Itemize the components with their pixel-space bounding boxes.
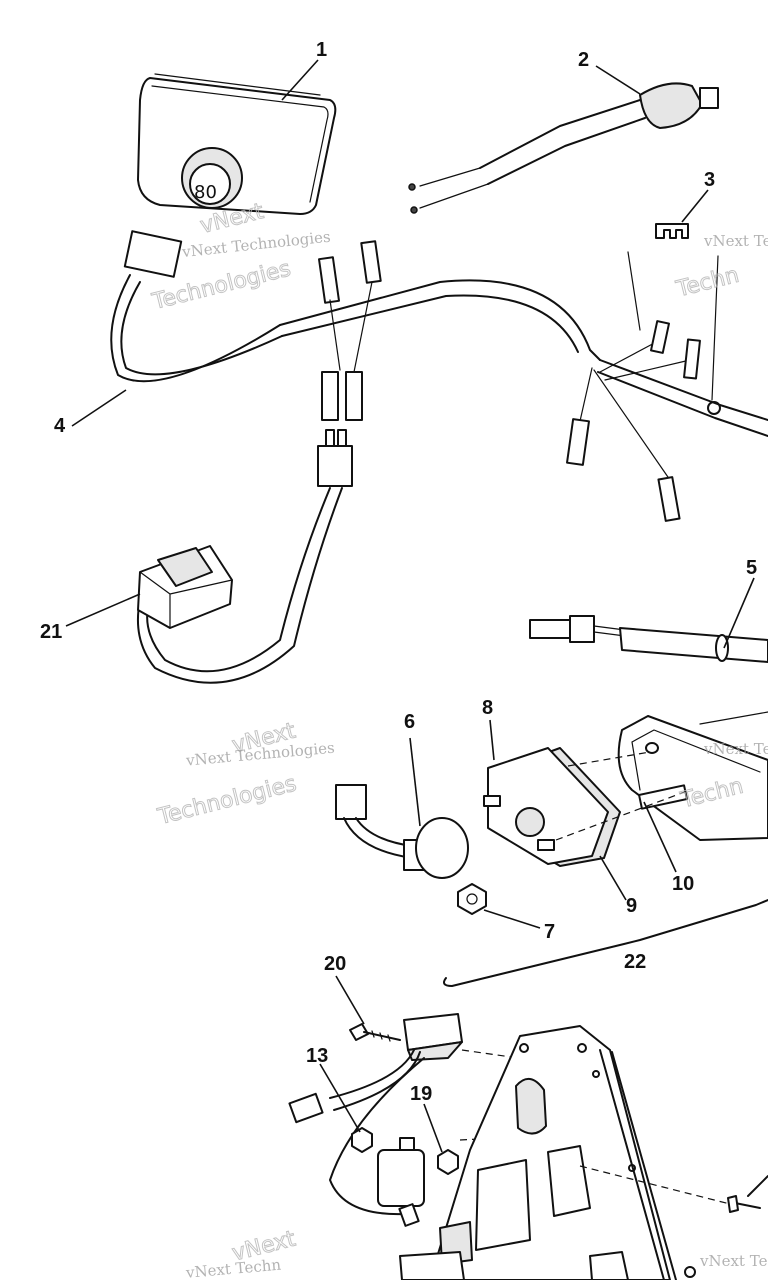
- label-part-3: 3: [704, 169, 715, 191]
- label-part-21: 21: [40, 621, 62, 643]
- part-6-bulb-socket: [335, 784, 469, 879]
- svg-text:vNext Techn: vNext Techn: [184, 1256, 282, 1280]
- watermark-middle-left: vNext vNext Technologies Technologies: [154, 718, 335, 831]
- svg-text:vNext Te: vNext Te: [703, 232, 768, 250]
- label-part-7: 7: [544, 921, 555, 943]
- mounting-plate: [399, 1025, 768, 1280]
- label-part-10: 10: [672, 873, 694, 895]
- part-labels: 1 2 3 4 5 21 6 8 7 9 10 22 20 13 19: [40, 39, 757, 1105]
- part-5-cable: [529, 615, 768, 663]
- part-13-nut: [351, 1127, 373, 1153]
- part-8-lens-plate: [483, 747, 621, 867]
- part-20-bolt: [349, 1023, 401, 1042]
- svg-text:Techn: Techn: [673, 263, 741, 303]
- label-part-9: 9: [626, 895, 637, 917]
- part-10-taillight: [555, 711, 768, 841]
- part-1-headlight: 80: [137, 73, 337, 215]
- ignition-coil: [377, 1137, 425, 1227]
- label-part-4: 4: [54, 415, 66, 437]
- label-part-5: 5: [746, 557, 757, 579]
- watermark-bottom-left: vNext vNext Techn: [184, 1226, 299, 1280]
- label-part-22: 22: [624, 951, 646, 973]
- leader-lines: [65, 59, 755, 1153]
- part-3-clip: [655, 223, 689, 239]
- svg-text:80: 80: [194, 182, 217, 203]
- watermark-bottom-right: vNext Te: [699, 1252, 768, 1270]
- label-part-19: 19: [410, 1083, 432, 1105]
- svg-text:vNext Te: vNext Te: [703, 740, 768, 758]
- label-part-13: 13: [306, 1045, 328, 1067]
- part-7-nut: [457, 883, 487, 915]
- part-2-cable: [408, 82, 719, 214]
- svg-text:vNext Te: vNext Te: [699, 1252, 768, 1270]
- label-part-1: 1: [316, 39, 327, 61]
- svg-text:Technologies: Technologies: [155, 771, 299, 830]
- part-4-harness: [110, 230, 768, 522]
- watermark-top-right: vNext Te Techn: [673, 232, 768, 303]
- label-part-20: 20: [324, 953, 346, 975]
- label-part-2: 2: [578, 49, 589, 71]
- cdi-module: [288, 1013, 561, 1216]
- part-22-bracket: [443, 899, 768, 987]
- label-part-8: 8: [482, 697, 493, 719]
- part-21-switch: [136, 487, 343, 684]
- label-part-6: 6: [404, 711, 415, 733]
